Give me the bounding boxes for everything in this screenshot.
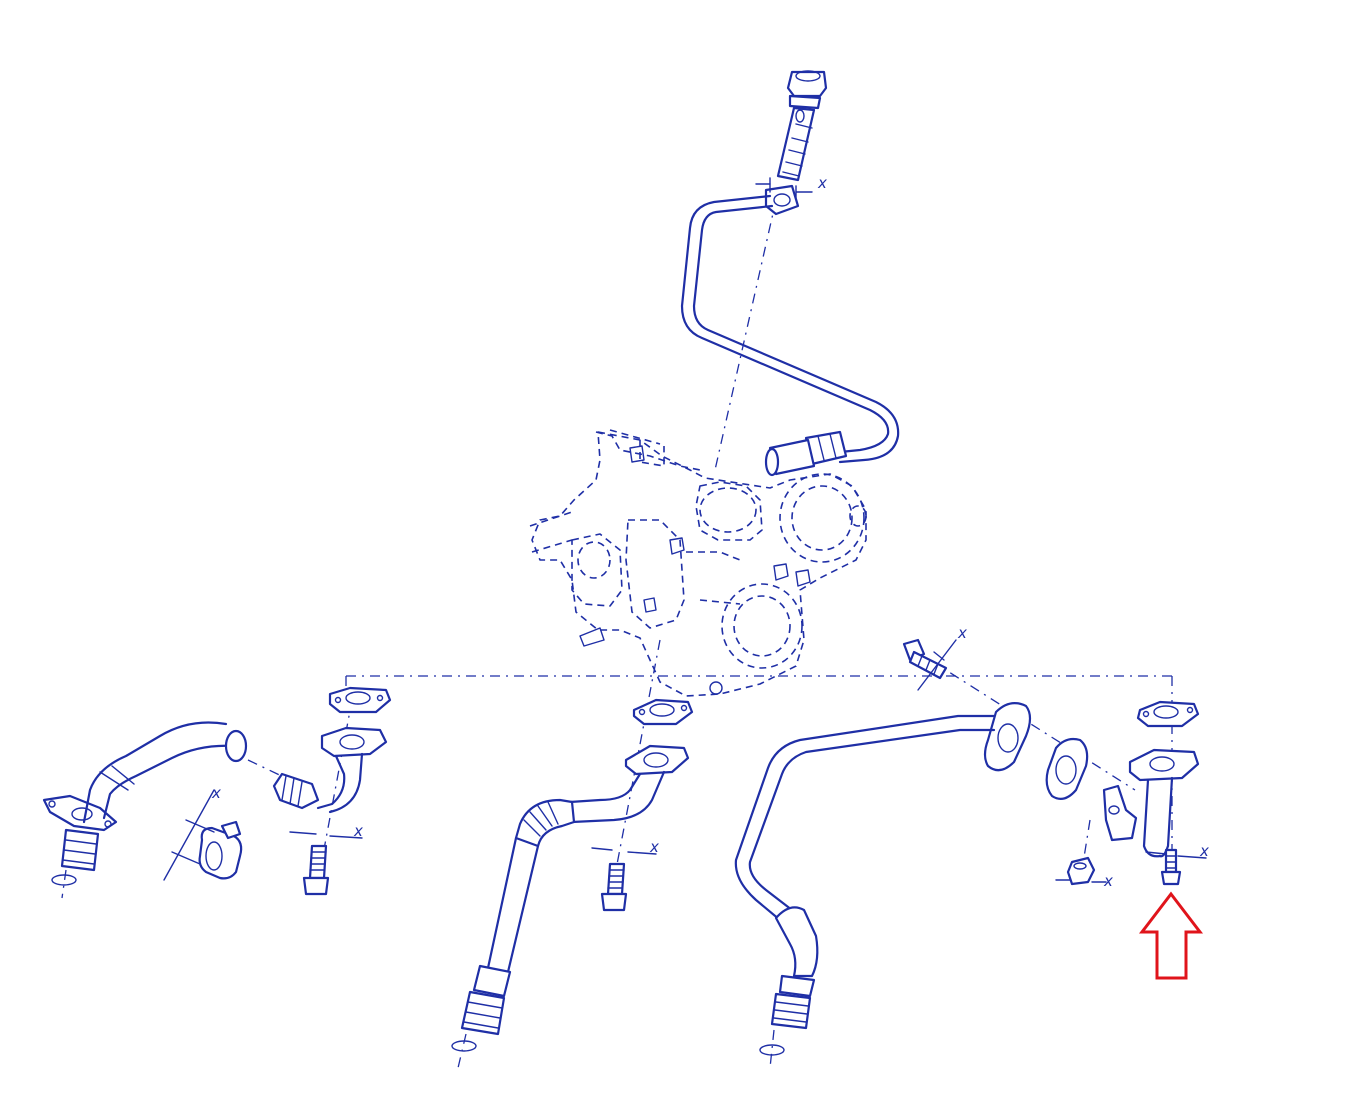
center-lines — [247, 199, 1173, 881]
left-hose-clamp — [198, 820, 243, 880]
center-gasket — [632, 698, 694, 726]
dim-right-nut-label: x — [1103, 872, 1113, 890]
dim-center-flange-bolt-label: x — [649, 838, 659, 856]
right-banjo-bolt — [902, 638, 948, 680]
left-gasket — [328, 686, 392, 714]
dim-right-banjo-bolt: x — [917, 624, 967, 691]
dim-oil-feed-banjo-label: x — [817, 174, 827, 192]
turbo-studs — [579, 445, 811, 695]
left-coolant-hose — [42, 721, 248, 899]
dim-right-flange-bolt-label: x — [1199, 842, 1209, 860]
dim-left-clamp: x — [163, 784, 221, 881]
dim-right-nut: x — [1055, 872, 1113, 890]
up-arrow-icon — [1138, 891, 1204, 980]
center-flange-bolt — [600, 862, 628, 912]
right-flange-bolt — [1160, 848, 1182, 886]
dim-right-flange-bolt: x — [1145, 842, 1209, 860]
dim-right-banjo-bolt-label: x — [957, 624, 967, 642]
left-flange-bolt — [302, 844, 330, 896]
right-coolant-pipe — [734, 701, 1032, 1069]
turbocharger-phantom — [529, 429, 867, 697]
dim-left-flange-bolt-label: x — [353, 822, 363, 840]
dim-oil-feed-banjo: x — [755, 174, 827, 199]
right-seal-washer — [1045, 737, 1089, 801]
right-gasket — [1136, 700, 1200, 728]
left-oil-return-pipe — [272, 726, 388, 814]
right-bracket-nut — [1066, 856, 1096, 886]
right-oil-return-pipe — [1102, 748, 1200, 858]
dim-left-flange-bolt: x — [289, 822, 363, 840]
oil-feed-line — [680, 70, 900, 477]
dim-left-clamp-label: x — [211, 784, 221, 802]
banjo-bolt-top — [776, 70, 828, 182]
center-oil-return-pipe — [451, 744, 690, 1069]
dim-center-flange-bolt: x — [591, 838, 659, 856]
